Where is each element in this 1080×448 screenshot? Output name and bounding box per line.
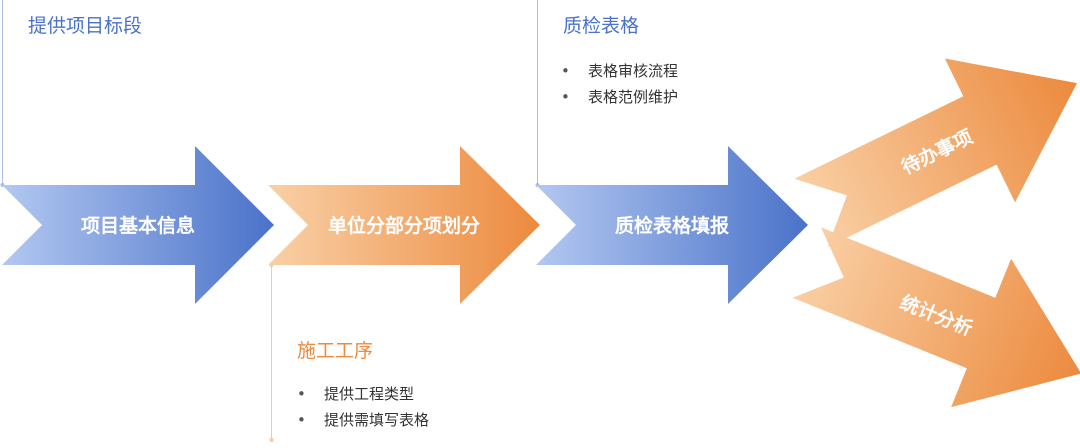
list-item-label: 表格范例维护 [588,88,679,106]
callout-bid-section-title: 提供项目标段 [28,15,143,37]
arrow-project-info-label: 项目基本信息 [81,214,195,237]
bullet-icon: • [297,411,306,429]
arrow-form-fill-shape [536,146,808,304]
arrow-statistics-shape [792,227,1080,408]
arrow-todo: 待办事项 [794,58,1078,248]
list-item-label: 表格审核流程 [588,62,679,80]
arrow-project-info-shape [2,146,274,304]
callout-procedures-list: • 提供工程类型 • 提供需填写表格 [296,381,429,433]
arrow-form-fill: 质检表格填报 [536,146,808,304]
arrow-project-info: 项目基本信息 [2,146,274,304]
callout-quality-forms-list: • 表格审核流程 • 表格范例维护 [560,58,678,110]
callout-quality-forms-title: 质检表格 [563,15,640,37]
arrow-division-label: 单位分部分项划分 [328,214,480,237]
bullet-icon: • [297,385,306,403]
list-item: • 提供工程类型 [296,381,429,407]
bullet-icon: • [561,62,570,80]
list-item-label: 提供工程类型 [324,385,415,403]
list-item: • 表格审核流程 [560,58,678,84]
connector-dot-procedures-end [269,438,274,442]
arrow-todo-shape [794,58,1078,248]
arrow-division: 单位分部分项划分 [268,146,540,304]
list-item: • 表格范例维护 [560,84,678,110]
bullet-icon: • [561,88,570,106]
callout-procedures-title: 施工工序 [297,340,374,362]
list-item: • 提供需填写表格 [296,407,429,433]
arrow-division-shape [268,146,540,304]
arrow-statistics: 统计分析 [792,227,1080,408]
arrow-form-fill-label: 质检表格填报 [615,214,729,237]
list-item-label: 提供需填写表格 [324,411,430,429]
